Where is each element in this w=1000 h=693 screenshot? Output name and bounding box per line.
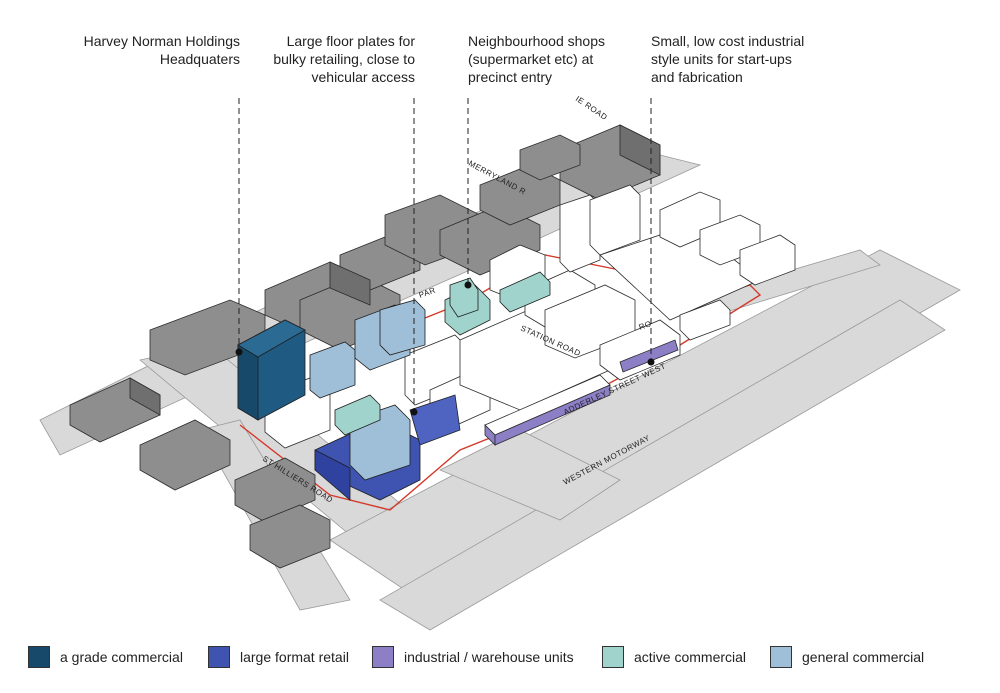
callout-line: bulky retailing, close to	[273, 51, 415, 67]
legend-label: active commercial	[634, 649, 747, 665]
legend-swatch	[372, 646, 394, 668]
callout-line: (supermarket etc) at	[468, 51, 594, 67]
callout-industrial-units: Small, low cost industrial style units f…	[651, 32, 851, 86]
legend-item-general: general commercial	[770, 644, 924, 670]
callout-line: precinct entry	[468, 69, 553, 85]
legend-item-a-grade: a grade commercial	[28, 644, 183, 670]
callout-large-floor-plates: Large floor plates for bulky retailing, …	[235, 32, 415, 86]
active-commercial	[334, 271, 551, 436]
legend-item-large-format: large format retail	[208, 644, 349, 670]
callout-neighbourhood-shops: Neighbourhood shops (supermarket etc) at…	[468, 32, 648, 86]
road-label-ro: RO	[638, 319, 653, 332]
callout-line: Neighbourhood shops	[468, 33, 605, 49]
legend-swatch	[208, 646, 230, 668]
callout-line: Large floor plates for	[286, 33, 415, 49]
callout-line: and fabrication	[651, 69, 743, 85]
callout-line: Harvey Norman Holdings	[83, 33, 240, 49]
callout-markers	[235, 281, 655, 416]
legend-item-active: active commercial	[602, 644, 746, 670]
callout-line: style units for start-ups	[651, 51, 792, 67]
callout-leaders	[238, 98, 652, 412]
legend: a grade commercial large format retail i…	[0, 644, 1000, 670]
legend-item-industrial: industrial / warehouse units	[372, 644, 574, 670]
legend-swatch	[602, 646, 624, 668]
callout-line: Headquaters	[159, 51, 240, 67]
legend-label: large format retail	[240, 649, 349, 665]
legend-swatch	[28, 646, 50, 668]
legend-label: a grade commercial	[60, 649, 183, 665]
context-buildings	[69, 124, 661, 569]
legend-label: industrial / warehouse units	[404, 649, 574, 665]
legend-swatch	[770, 646, 792, 668]
industrial-warehouse-units	[484, 339, 679, 446]
callout-line: Small, low cost industrial	[651, 33, 805, 49]
callout-line: vehicular access	[311, 69, 416, 85]
callout-harvey-norman: Harvey Norman Holdings Headquaters	[60, 32, 240, 68]
road-label-ie: IE ROAD	[574, 94, 609, 122]
a-grade-commercial-tower	[237, 319, 306, 421]
general-commercial	[309, 299, 426, 481]
legend-label: general commercial	[802, 649, 925, 665]
